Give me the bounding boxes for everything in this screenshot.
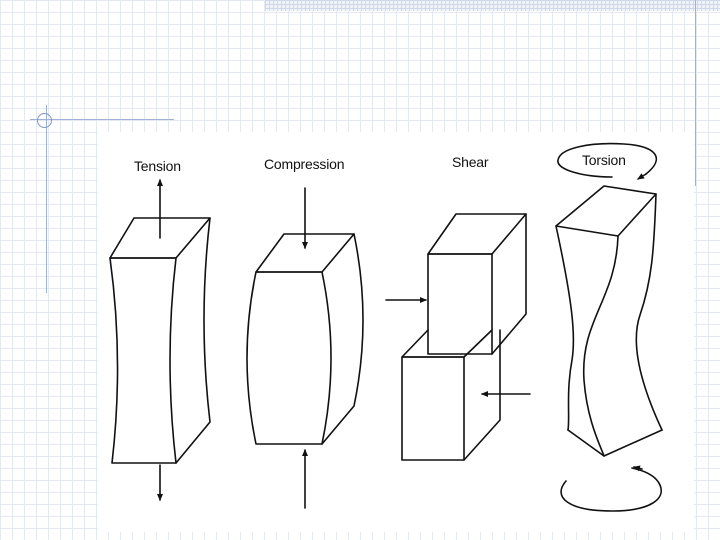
figure-panel <box>98 132 694 532</box>
label-compression: Compression <box>264 156 345 172</box>
tension-block <box>109 217 211 464</box>
shear-arrows <box>385 297 531 397</box>
right-accent-line <box>695 0 696 186</box>
left-accent-hline <box>30 119 174 120</box>
shear-lower-block <box>401 329 501 461</box>
left-accent-line <box>46 105 47 293</box>
shear-upper-block <box>427 213 527 355</box>
torsion-block <box>555 185 663 457</box>
label-torsion: Torsion <box>582 152 626 168</box>
header-band <box>265 0 720 11</box>
torsion-rotation-arrows <box>557 142 662 512</box>
bullet-circle-icon <box>37 113 52 128</box>
compression-block <box>246 233 364 445</box>
label-tension: Tension <box>134 158 181 174</box>
label-shear: Shear <box>452 154 489 170</box>
